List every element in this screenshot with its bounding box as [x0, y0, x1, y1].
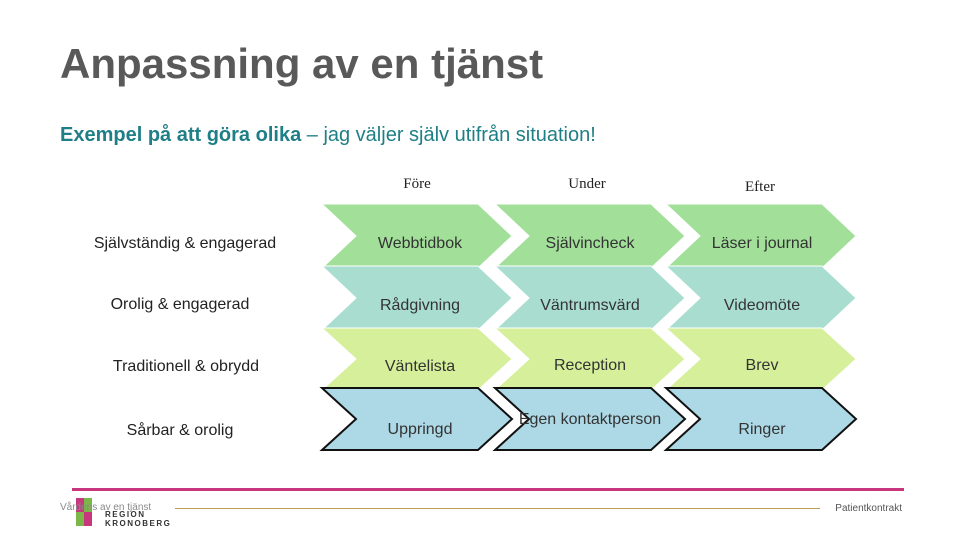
- footer-divider: [72, 488, 904, 491]
- footer-right-text: Patientkontrakt: [835, 503, 902, 514]
- region-kronoberg-logo: [76, 498, 92, 526]
- cell-egen-kontaktperson: Egen kontaktperson: [518, 411, 662, 428]
- footer-rule: [175, 508, 820, 509]
- subtitle-emphasis: Exempel på att göra olika: [60, 124, 302, 146]
- cell-uppringd: Uppringd: [387, 421, 453, 438]
- cell-sjalvincheck: Självincheck: [545, 235, 635, 252]
- footer-left-text: Vårdens av en tjänst: [60, 502, 152, 513]
- row-label-worried-engaged: Orolig & engagerad: [110, 296, 250, 313]
- chevron-r3-c1: [492, 387, 687, 451]
- cell-laser-i-journal: Läser i journal: [711, 235, 813, 252]
- chevron-r3-c2: [663, 387, 858, 451]
- subtitle-text: – jag väljer själv utifrån situation!: [301, 124, 596, 146]
- logo-wordmark: REGION KRONOBERG: [105, 510, 171, 528]
- slide-subtitle: Exempel på att göra olika – jag väljer s…: [60, 124, 596, 147]
- row-label-independent: Självständig & engagerad: [93, 235, 277, 252]
- logo-line-region: REGION: [105, 510, 146, 519]
- cell-radgivning: Rådgivning: [379, 297, 461, 314]
- cell-ringer: Ringer: [738, 421, 786, 438]
- cell-vantrumsvard: Väntrumsvärd: [540, 297, 640, 314]
- logo-line-kronoberg: KRONOBERG: [105, 519, 172, 528]
- row-label-traditional: Traditionell & obrydd: [112, 358, 260, 375]
- row-label-vulnerable: Sårbar & orolig: [126, 422, 234, 439]
- cell-videomote: Videomöte: [723, 297, 801, 314]
- cell-reception: Reception: [553, 357, 627, 374]
- column-header-during: Under: [568, 176, 606, 192]
- column-header-before: Före: [403, 176, 431, 192]
- cell-vantelista: Väntelista: [384, 358, 456, 375]
- slide-title: Anpassning av en tjänst: [60, 40, 544, 87]
- cell-brev: Brev: [745, 357, 779, 374]
- cell-webbtidbok: Webbtidbok: [377, 235, 463, 252]
- chevron-r3-c0: [319, 387, 514, 451]
- column-header-after: Efter: [745, 179, 775, 195]
